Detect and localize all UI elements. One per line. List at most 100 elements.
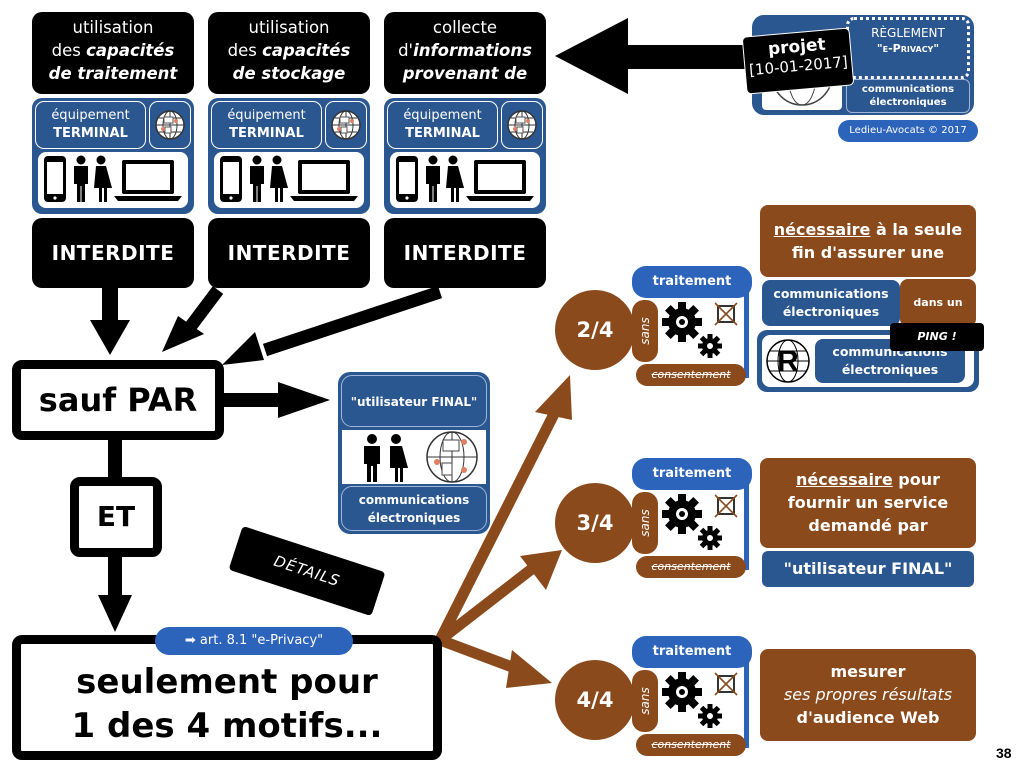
interdite-badge-1: INTERDITE (32, 218, 194, 288)
motif-4-line2: ses propres résultats (783, 685, 953, 704)
globe-network-icon (149, 101, 191, 149)
emphasis: capacités (86, 41, 175, 60)
emphasis: informations (413, 41, 532, 60)
utilisateur-final-card: "utilisateur FINAL" communications élect… (338, 372, 490, 534)
motif-4-text: mesurer ses propres résultats d'audience… (760, 649, 976, 741)
label-line2: des capacités (208, 39, 370, 62)
underlined-word: nécessaire (773, 220, 871, 239)
terminal-line2: TERMINAL (53, 126, 128, 141)
label-line3: provenant de (384, 62, 546, 85)
divider (744, 286, 749, 378)
label-line2: d'informations (384, 39, 546, 62)
sans-label: sans (632, 492, 658, 554)
label: utilisation (72, 18, 154, 37)
emphasis: capacités (262, 41, 351, 60)
crossed-box-icon (714, 494, 738, 518)
terminal-line2: TERMINAL (229, 126, 304, 141)
comm-line2: électroniques (367, 511, 461, 525)
motif-2-circle: 2/4 (555, 290, 635, 370)
motif-3-user: "utilisateur FINAL" (762, 551, 974, 587)
terminal-label: équipement TERMINAL (387, 101, 498, 149)
woman-icon (94, 155, 112, 202)
rest: à la seule (870, 220, 963, 239)
motif-3-text: nécessaire pour fournir un service deman… (760, 458, 976, 548)
devices-illustration (390, 152, 540, 208)
woman-icon (270, 155, 288, 202)
arrow-right-icon: ➡ (184, 633, 196, 648)
laptop-icon (466, 160, 534, 201)
terminal-line1: équipement (227, 108, 306, 123)
woman-icon (446, 155, 464, 202)
smartphone-icon (396, 156, 418, 202)
draft-stamp: projet [10-01-2017] (741, 27, 855, 95)
treatment-head: traitement (632, 266, 752, 298)
box-collecte-informations: collecte d'informations provenant de (384, 12, 546, 94)
label: collecte (432, 18, 498, 37)
utilisateur-title: "utilisateur FINAL" (341, 375, 487, 427)
article-reference: art. 8.1 "e-Privacy" (199, 633, 324, 648)
interdite-badge-3: INTERDITE (384, 218, 546, 288)
comm-line2: électroniques (782, 304, 880, 319)
seulement-line2: 1 des 4 motifs... (71, 706, 383, 746)
treatment-head: traitement (632, 636, 752, 668)
laptop-icon (290, 160, 358, 201)
consent-struck: consentement (636, 556, 746, 578)
registered-globe-icon: R (765, 338, 811, 384)
globe-network-icon (426, 431, 478, 483)
laptop-icon (114, 160, 182, 201)
emphasis: provenant de (402, 64, 528, 83)
copyright-badge: Ledieu-Avocats © 2017 (838, 120, 978, 142)
sans-text: sans (638, 687, 652, 715)
arrow-interdite1-to-sauf (90, 288, 130, 355)
network-card: R communications électroniques (757, 330, 979, 392)
prefix: des (227, 41, 263, 60)
terminal-line1: équipement (403, 108, 482, 123)
box-capacites-traitement: utilisation des capacités de traitement (32, 12, 194, 94)
devices-illustration (38, 152, 188, 208)
interdite-badge-2: INTERDITE (208, 218, 370, 288)
rest: pour (892, 470, 940, 489)
prefix: d' (398, 41, 414, 60)
regulation-title: RÈGLEMENT (871, 26, 945, 40)
terminal-equipment-card: équipement TERMINAL (384, 98, 546, 214)
motif-2-comm: communications électroniques (762, 280, 900, 326)
motif-2-line2: fin d'assurer une (791, 243, 945, 262)
gears-icon (662, 672, 738, 728)
sauf-par-box: sauf PAR (12, 360, 224, 440)
regulation-name: "e-Privacy" (876, 42, 940, 55)
label-line3: de stockage (208, 62, 370, 85)
treatment-head: traitement (632, 458, 752, 490)
devices-illustration (214, 152, 364, 208)
divider (744, 478, 749, 570)
motif-4-line3: d'audience Web (796, 708, 940, 727)
users-network-illustration (342, 430, 486, 484)
article-badge[interactable]: ➡ art. 8.1 "e-Privacy" (155, 627, 353, 655)
underlined-word: nécessaire (796, 470, 893, 489)
emphasis: de traitement (48, 64, 178, 83)
terminal-equipment-card: équipement TERMINAL (208, 98, 370, 214)
gears-icon (662, 302, 738, 358)
et-box: ET (70, 477, 162, 557)
comm-line2: électroniques (841, 362, 939, 377)
motif-3-line1: nécessaire pour (760, 468, 976, 491)
man-icon (250, 155, 264, 202)
terminal-equipment-card: équipement TERMINAL (32, 98, 194, 214)
page-number: 38 (996, 745, 1012, 761)
comm-line1: communications (358, 493, 470, 507)
crossed-box-icon (714, 672, 738, 696)
divider (744, 656, 749, 748)
sans-label: sans (632, 670, 658, 732)
globe-network-icon (325, 101, 367, 149)
sans-text: sans (638, 509, 652, 537)
terminal-line2: TERMINAL (405, 126, 480, 141)
arrow-sauf-to-et (108, 438, 122, 478)
utilisateur-comm: communications électroniques (341, 486, 487, 531)
sans-label: sans (632, 300, 658, 362)
arrow-interdite2-to-sauf (162, 286, 224, 352)
man-icon (364, 434, 380, 482)
smartphone-icon (220, 156, 242, 202)
motif-3-line2: fournir un service (787, 493, 949, 512)
scope-line2: électroniques (869, 97, 947, 108)
man-icon (426, 155, 440, 202)
consent-struck: consentement (636, 364, 746, 386)
